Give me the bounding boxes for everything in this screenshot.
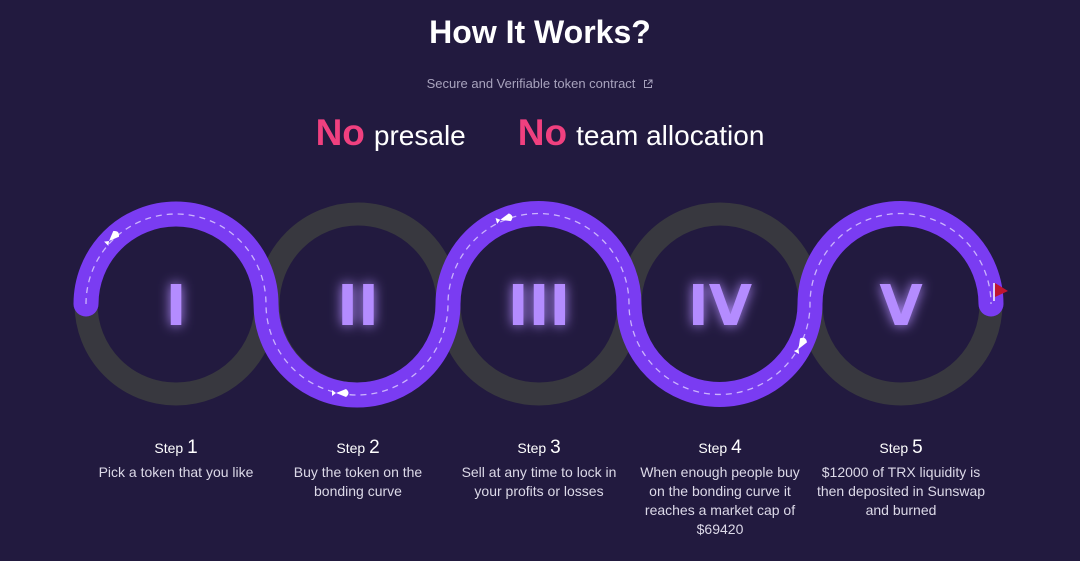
step-item: Step 5 $12000 of TRX liquidity is then d… [816,437,986,520]
rocket-icon [495,213,513,224]
step-description: Buy the token on the bonding curve [293,464,423,499]
contract-link-label: Secure and Verifiable token contract [426,76,636,91]
step-heading: Step 2 [273,437,443,459]
external-link-icon [644,79,653,88]
step-description: $12000 of TRX liquidity is then deposite… [816,464,986,518]
step-number: 4 [731,437,742,458]
step-numeral-1: I [166,274,187,339]
headline-emphasis: No [315,112,365,153]
step-description: When enough people buy on the bonding cu… [640,464,800,537]
rocket-icon [793,337,807,355]
step-number: 5 [912,437,923,458]
headline-no-team-allocation: No team allocation [518,112,765,154]
step-item: Step 1 Pick a token that you like [91,437,261,482]
step-heading: Step 1 [91,437,261,459]
headline-emphasis: No [517,112,568,153]
step-number: 3 [550,437,561,458]
step-label: Step [336,440,366,456]
rocket-icon [332,389,349,397]
step-numeral-2: II [337,274,379,339]
step-heading: Step 3 [454,437,624,459]
step-label: Step [517,440,547,456]
rocket-icon [104,230,120,246]
headline-no-presale: No presale [316,112,466,154]
step-heading: Step 4 [635,437,805,459]
step-number: 1 [187,437,198,458]
step-heading: Step 5 [816,437,986,459]
page-title: How It Works? [429,14,651,50]
step-numeral-5: V [879,274,923,339]
step-item: Step 4 When enough people buy on the bon… [635,437,805,539]
headline: No presale No team allocation [0,112,1080,154]
step-description: Sell at any time to lock in your profits… [461,464,617,499]
step-label: Step [154,440,184,456]
step-description: Pick a token that you like [98,464,254,480]
headline-text: team allocation [576,120,765,151]
step-item: Step 2 Buy the token on the bonding curv… [273,437,443,501]
steps-list: Step 1 Pick a token that you like Step 2… [0,437,1080,557]
step-number: 2 [369,437,380,458]
headline-text: presale [373,120,466,151]
step-label: Step [879,440,909,456]
step-numeral-4: IV [688,274,753,339]
step-item: Step 3 Sell at any time to lock in your … [454,437,624,501]
flag-icon [993,283,1008,301]
progress-path-dashes [85,212,992,396]
contract-link[interactable]: Secure and Verifiable token contract [0,76,1080,91]
step-numeral-3: III [508,274,571,339]
step-label: Step [698,440,728,456]
